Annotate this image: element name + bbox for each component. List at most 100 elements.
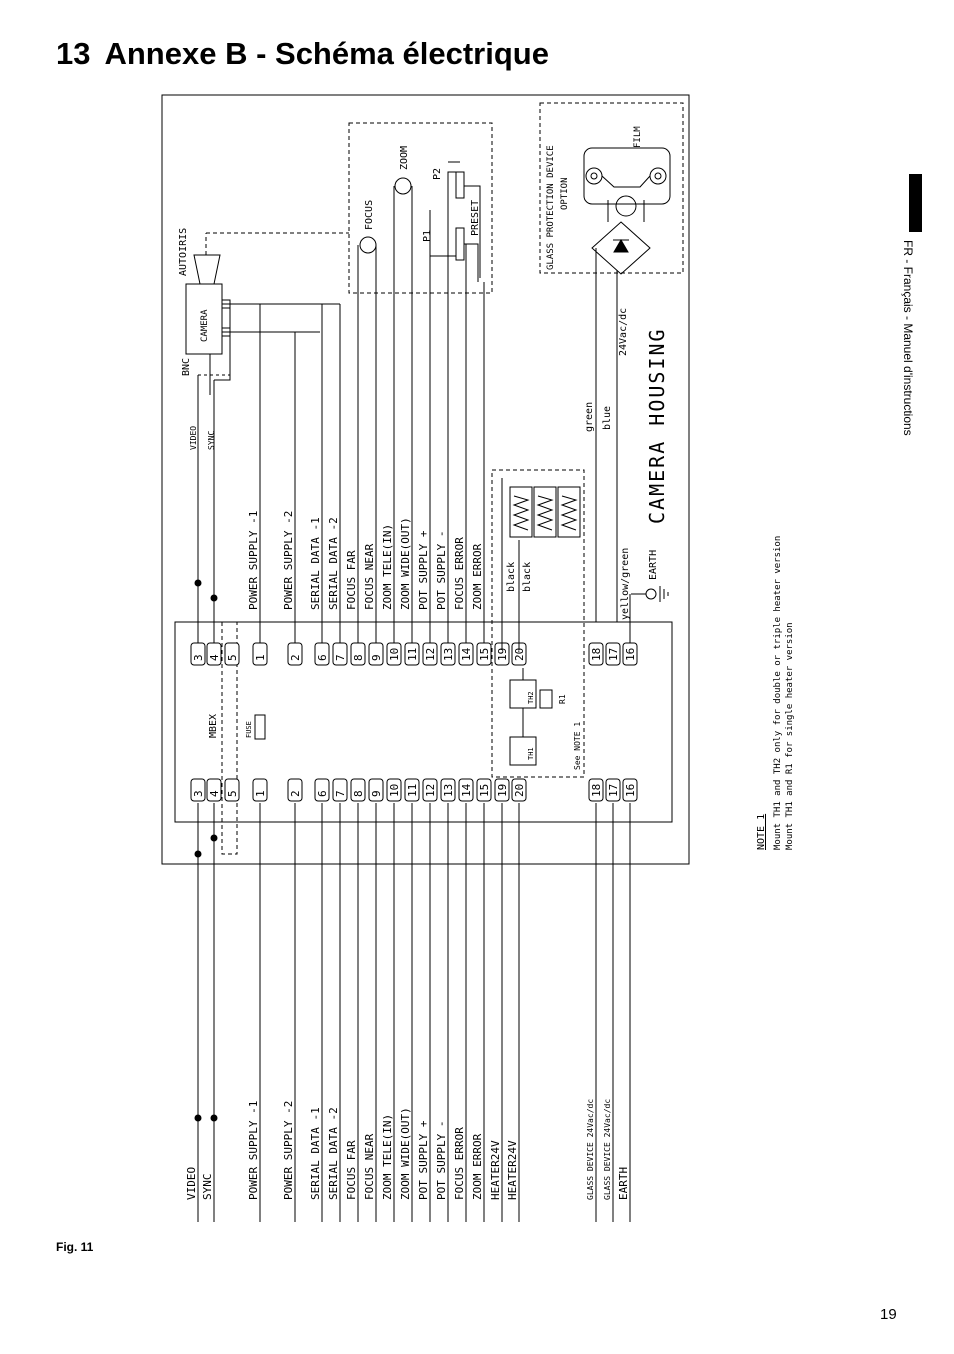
external-label-0: VIDEO <box>185 1167 198 1200</box>
external-label-3: POWER SUPPLY -2 <box>282 1101 295 1200</box>
terminal-4-upper: 4 <box>206 642 222 666</box>
language-tab-marker <box>909 174 922 232</box>
external-label-9: ZOOM WIDE(OUT) <box>399 1107 412 1200</box>
earth-symbol <box>645 588 657 600</box>
external-label-6: FOCUS FAR <box>345 1140 358 1200</box>
supply-24-label: 24Vac/dc <box>618 308 629 356</box>
internal-label-11: ZOOM ERROR <box>471 543 484 610</box>
r1-label: R1 <box>558 694 567 704</box>
svg-text:5: 5 <box>226 790 239 797</box>
svg-text:8: 8 <box>352 654 365 661</box>
terminal-20-upper: 20 <box>511 642 527 666</box>
external-label-17: GLASS DEVICE 24Vac/dc <box>603 1099 612 1200</box>
heater-element-1 <box>509 486 533 538</box>
external-label-18: EARTH <box>617 1167 630 1200</box>
svg-text:14: 14 <box>460 647 473 661</box>
terminal-5-lower: 5 <box>224 778 240 802</box>
external-label-15: HEATER24V <box>506 1140 519 1200</box>
terminal-3-lower: 3 <box>190 778 206 802</box>
external-label-8: ZOOM TELE(IN) <box>381 1114 394 1200</box>
note-title: NOTE 1 <box>756 814 767 850</box>
external-label-14: HEATER24V <box>489 1140 502 1200</box>
svg-text:18: 18 <box>590 784 603 797</box>
terminal-5-upper: 5 <box>224 642 240 666</box>
internal-label-3: SERIAL DATA -2 <box>327 517 340 610</box>
rectifier-bridge <box>591 221 651 275</box>
svg-text:20: 20 <box>513 784 526 797</box>
film-frame <box>583 147 671 205</box>
terminal-12-lower: 12 <box>422 778 438 802</box>
terminal-15-lower: 15 <box>476 778 492 802</box>
figure-label: Fig. 11 <box>56 1240 94 1254</box>
sync-wire-label: SYNC <box>207 431 216 450</box>
heater-box <box>491 469 585 778</box>
fuse-dashed-link <box>221 621 238 855</box>
terminal-3-upper: 3 <box>190 642 206 666</box>
housing-box <box>161 94 690 865</box>
terminal-6-lower: 6 <box>314 778 330 802</box>
terminal-20-lower: 20 <box>511 778 527 802</box>
terminal-7-lower: 7 <box>332 778 348 802</box>
external-label-4: SERIAL DATA -1 <box>309 1107 322 1200</box>
film-label: FILM <box>633 126 643 148</box>
section-title: Annexe B - Schéma électrique <box>104 36 549 71</box>
svg-text:5: 5 <box>226 654 239 661</box>
terminal-18-lower: 18 <box>588 778 604 802</box>
internal-label-9: POT SUPPLY - <box>435 531 448 610</box>
terminal-2-upper: 2 <box>287 642 303 666</box>
section-number: 13 <box>56 36 91 71</box>
terminal-11-lower: 11 <box>404 778 420 802</box>
fuse-icon <box>254 714 266 740</box>
terminal-2-lower: 2 <box>287 778 303 802</box>
internal-label-2: SERIAL DATA -1 <box>309 517 322 610</box>
heater-element-2 <box>533 486 557 538</box>
page-heading: 13 Annexe B - Schéma électrique <box>56 36 549 72</box>
signal-wires <box>197 186 631 1222</box>
motor-group-box <box>348 122 493 294</box>
terminal-17-lower: 17 <box>605 778 621 802</box>
terminal-14-lower: 14 <box>458 778 474 802</box>
terminal-16-upper: 16 <box>622 642 638 666</box>
svg-text:10: 10 <box>388 784 401 797</box>
heater-element-3 <box>557 486 581 538</box>
terminal-8-upper: 8 <box>350 642 366 666</box>
note-line-1: Mount TH1 and TH2 only for double or tri… <box>773 536 783 850</box>
svg-text:17: 17 <box>607 648 620 661</box>
terminal-7-upper: 7 <box>332 642 348 666</box>
svg-text:12: 12 <box>424 648 437 661</box>
p1-label: P1 <box>422 230 433 242</box>
svg-text:12: 12 <box>424 784 437 797</box>
focus-motor-label: FOCUS <box>364 200 375 230</box>
external-label-11: POT SUPPLY - <box>435 1121 448 1200</box>
black-label-1: black <box>506 562 517 592</box>
terminal-1-lower: 1 <box>252 778 268 802</box>
resistor-r1 <box>539 689 553 709</box>
page-number: 19 <box>880 1306 897 1323</box>
svg-text:1: 1 <box>254 654 267 661</box>
external-label-5: SERIAL DATA -2 <box>327 1107 340 1200</box>
internal-label-4: FOCUS FAR <box>345 550 358 610</box>
svg-text:8: 8 <box>352 790 365 797</box>
svg-text:9: 9 <box>370 790 383 797</box>
svg-text:6: 6 <box>316 654 329 661</box>
svg-text:3: 3 <box>192 790 205 797</box>
svg-text:20: 20 <box>513 648 526 661</box>
internal-label-1: POWER SUPPLY -2 <box>282 511 295 610</box>
svg-text:6: 6 <box>316 790 329 797</box>
external-label-10: POT SUPPLY + <box>417 1120 430 1200</box>
svg-text:15: 15 <box>478 784 491 797</box>
earth-label: EARTH <box>648 550 659 580</box>
internal-label-7: ZOOM WIDE(OUT) <box>399 517 412 610</box>
wiper-motor-icon <box>615 195 637 217</box>
svg-text:11: 11 <box>406 648 419 661</box>
yellow-green-label: yellow/green <box>620 548 631 620</box>
external-label-16: GLASS DEVICE 24Vac/dc <box>586 1099 595 1200</box>
housing-title: CAMERA HOUSING <box>645 327 669 524</box>
svg-text:1: 1 <box>254 790 267 797</box>
focus-motor-icon <box>359 236 377 254</box>
see-note-label: See NOTE 1 <box>573 722 582 770</box>
camera-label: CAMERA <box>200 309 210 342</box>
svg-text:15: 15 <box>478 648 491 661</box>
external-label-1: SYNC <box>201 1174 214 1201</box>
